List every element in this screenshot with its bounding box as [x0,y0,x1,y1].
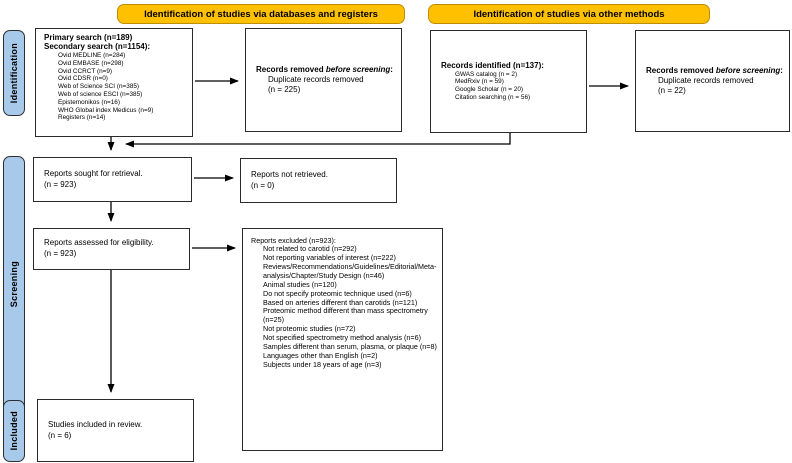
box-studies-included: Studies included in review.(n = 6) [37,399,194,462]
list-item: Subjects under 18 years of age (n=3) [263,359,382,369]
list-item: (n = 22) [658,86,686,95]
title-normal: Records removed [646,66,716,75]
box-primary-secondary-search: Primary search (n=189) Secondary search … [35,28,193,137]
list-item: Reviews/Recommendations/Guidelines/Edito… [263,261,437,280]
stage-label-text: Identification [9,42,19,104]
list-item: Citation searching (n = 56) [455,94,531,102]
list-item: Duplicate records removed [268,75,364,84]
list-item: Do not specify proteomic technique used … [263,288,412,298]
stage-label-identification: Identification [3,30,25,116]
title-colon: : [390,65,393,74]
records-identified-title: Records identified (n=137): [441,61,544,71]
search-sources-list: Ovid MEDLINE (n=284)Ovid EMBASE (n=298)O… [44,52,189,122]
list-item: Ovid CCRCT (n=9) [58,67,113,75]
secondary-search-title: Secondary search (n=1154): [44,42,151,52]
stage-label-screening: Screening [3,156,25,413]
list-item: Not related to carotid (n=292) [263,244,357,253]
banner-identification-other-methods: Identification of studies via other meth… [428,4,710,24]
records-removed-lines: Duplicate records removed(n = 225) [256,75,397,95]
list-item: Based on arteries different than carotid… [263,297,418,307]
banner-label: Identification of studies via databases … [144,8,378,20]
title-normal: Records removed [256,65,326,74]
records-removed-title: Records removed before screening: [646,66,785,76]
box-reports-sought: Reports sought for retrieval.(n = 923) [33,157,192,202]
exclusion-reasons-list: Not related to carotid (n=292)Not report… [251,244,438,370]
list-item: (n = 6) [48,430,72,440]
box-reports-not-retrieved: Reports not retrieved.(n = 0) [240,158,397,203]
list-item: Not specified spectrometry method analys… [263,333,421,343]
list-item: Ovid MEDLINE (n=284) [58,51,126,59]
banner-identification-databases: Identification of studies via databases … [117,4,405,24]
list-item: (n = 923) [44,179,77,189]
records-removed-lines: Duplicate records removed(n = 22) [646,76,785,96]
list-item: MedRxiv (n = 59) [455,78,504,86]
stage-label-included: Included [3,400,25,462]
other-sources-list: GWAS catalog (n = 2)MedRxiv (n = 59)Goog… [441,71,583,102]
list-item: Epistemonikos (n=16) [58,98,120,106]
list-item: Languages other than English (n=2) [263,351,378,361]
list-item: Not reporting variables of interest (n=2… [263,252,396,262]
records-removed-title: Records removed before screening: [256,65,397,75]
list-item: (n = 225) [268,85,301,94]
list-item: Web of Science SCI (n=385) [58,83,140,91]
list-item: Registers (n=14) [58,114,106,122]
list-item: Web of science ESCI (n=385) [58,90,143,98]
title-colon: : [780,66,783,75]
primary-search-title: Primary search (n=189) [44,33,133,42]
title-italic: before screening [325,65,391,74]
list-item: GWAS catalog (n = 2) [455,70,518,78]
list-item: Not proteomic studies (n=72) [263,324,356,334]
stage-label-text: Screening [9,261,19,308]
list-item: Animal studies (n=120) [263,279,337,289]
box-reports-assessed: Reports assessed for eligibility.(n = 92… [33,228,190,270]
list-item: Ovid EMBASE (n=298) [58,59,124,67]
list-item: Duplicate records removed [658,76,754,85]
list-item: Reports assessed for eligibility. [44,238,154,248]
box-records-removed-other: Records removed before screening: Duplic… [635,30,790,132]
list-item: Proteomic method different than mass spe… [263,306,428,325]
title-italic: before screening [715,66,781,75]
list-item: WHO Global index Medicus (n=9) [58,106,154,114]
box-records-removed-databases: Records removed before screening: Duplic… [245,28,402,132]
box-records-identified-other: Records identified (n=137): GWAS catalog… [430,30,587,133]
list-item: (n = 923) [44,249,77,258]
list-item: Studies included in review. [48,419,143,429]
list-item: (n = 0) [251,180,275,190]
box-reports-excluded: Reports excluded (n=923): Not related to… [242,228,443,451]
list-item: Reports sought for retrieval. [44,168,143,178]
list-item: Reports not retrieved. [251,169,328,179]
reports-excluded-title: Reports excluded (n=923): [251,236,336,245]
stage-label-text: Included [9,411,19,451]
list-item: Ovid CDSR (n=0) [58,75,108,83]
banner-label: Identification of studies via other meth… [473,8,665,20]
list-item: Samples different than serum, plasma, or… [263,342,437,352]
list-item: Google Scholar (n = 20) [455,86,524,94]
